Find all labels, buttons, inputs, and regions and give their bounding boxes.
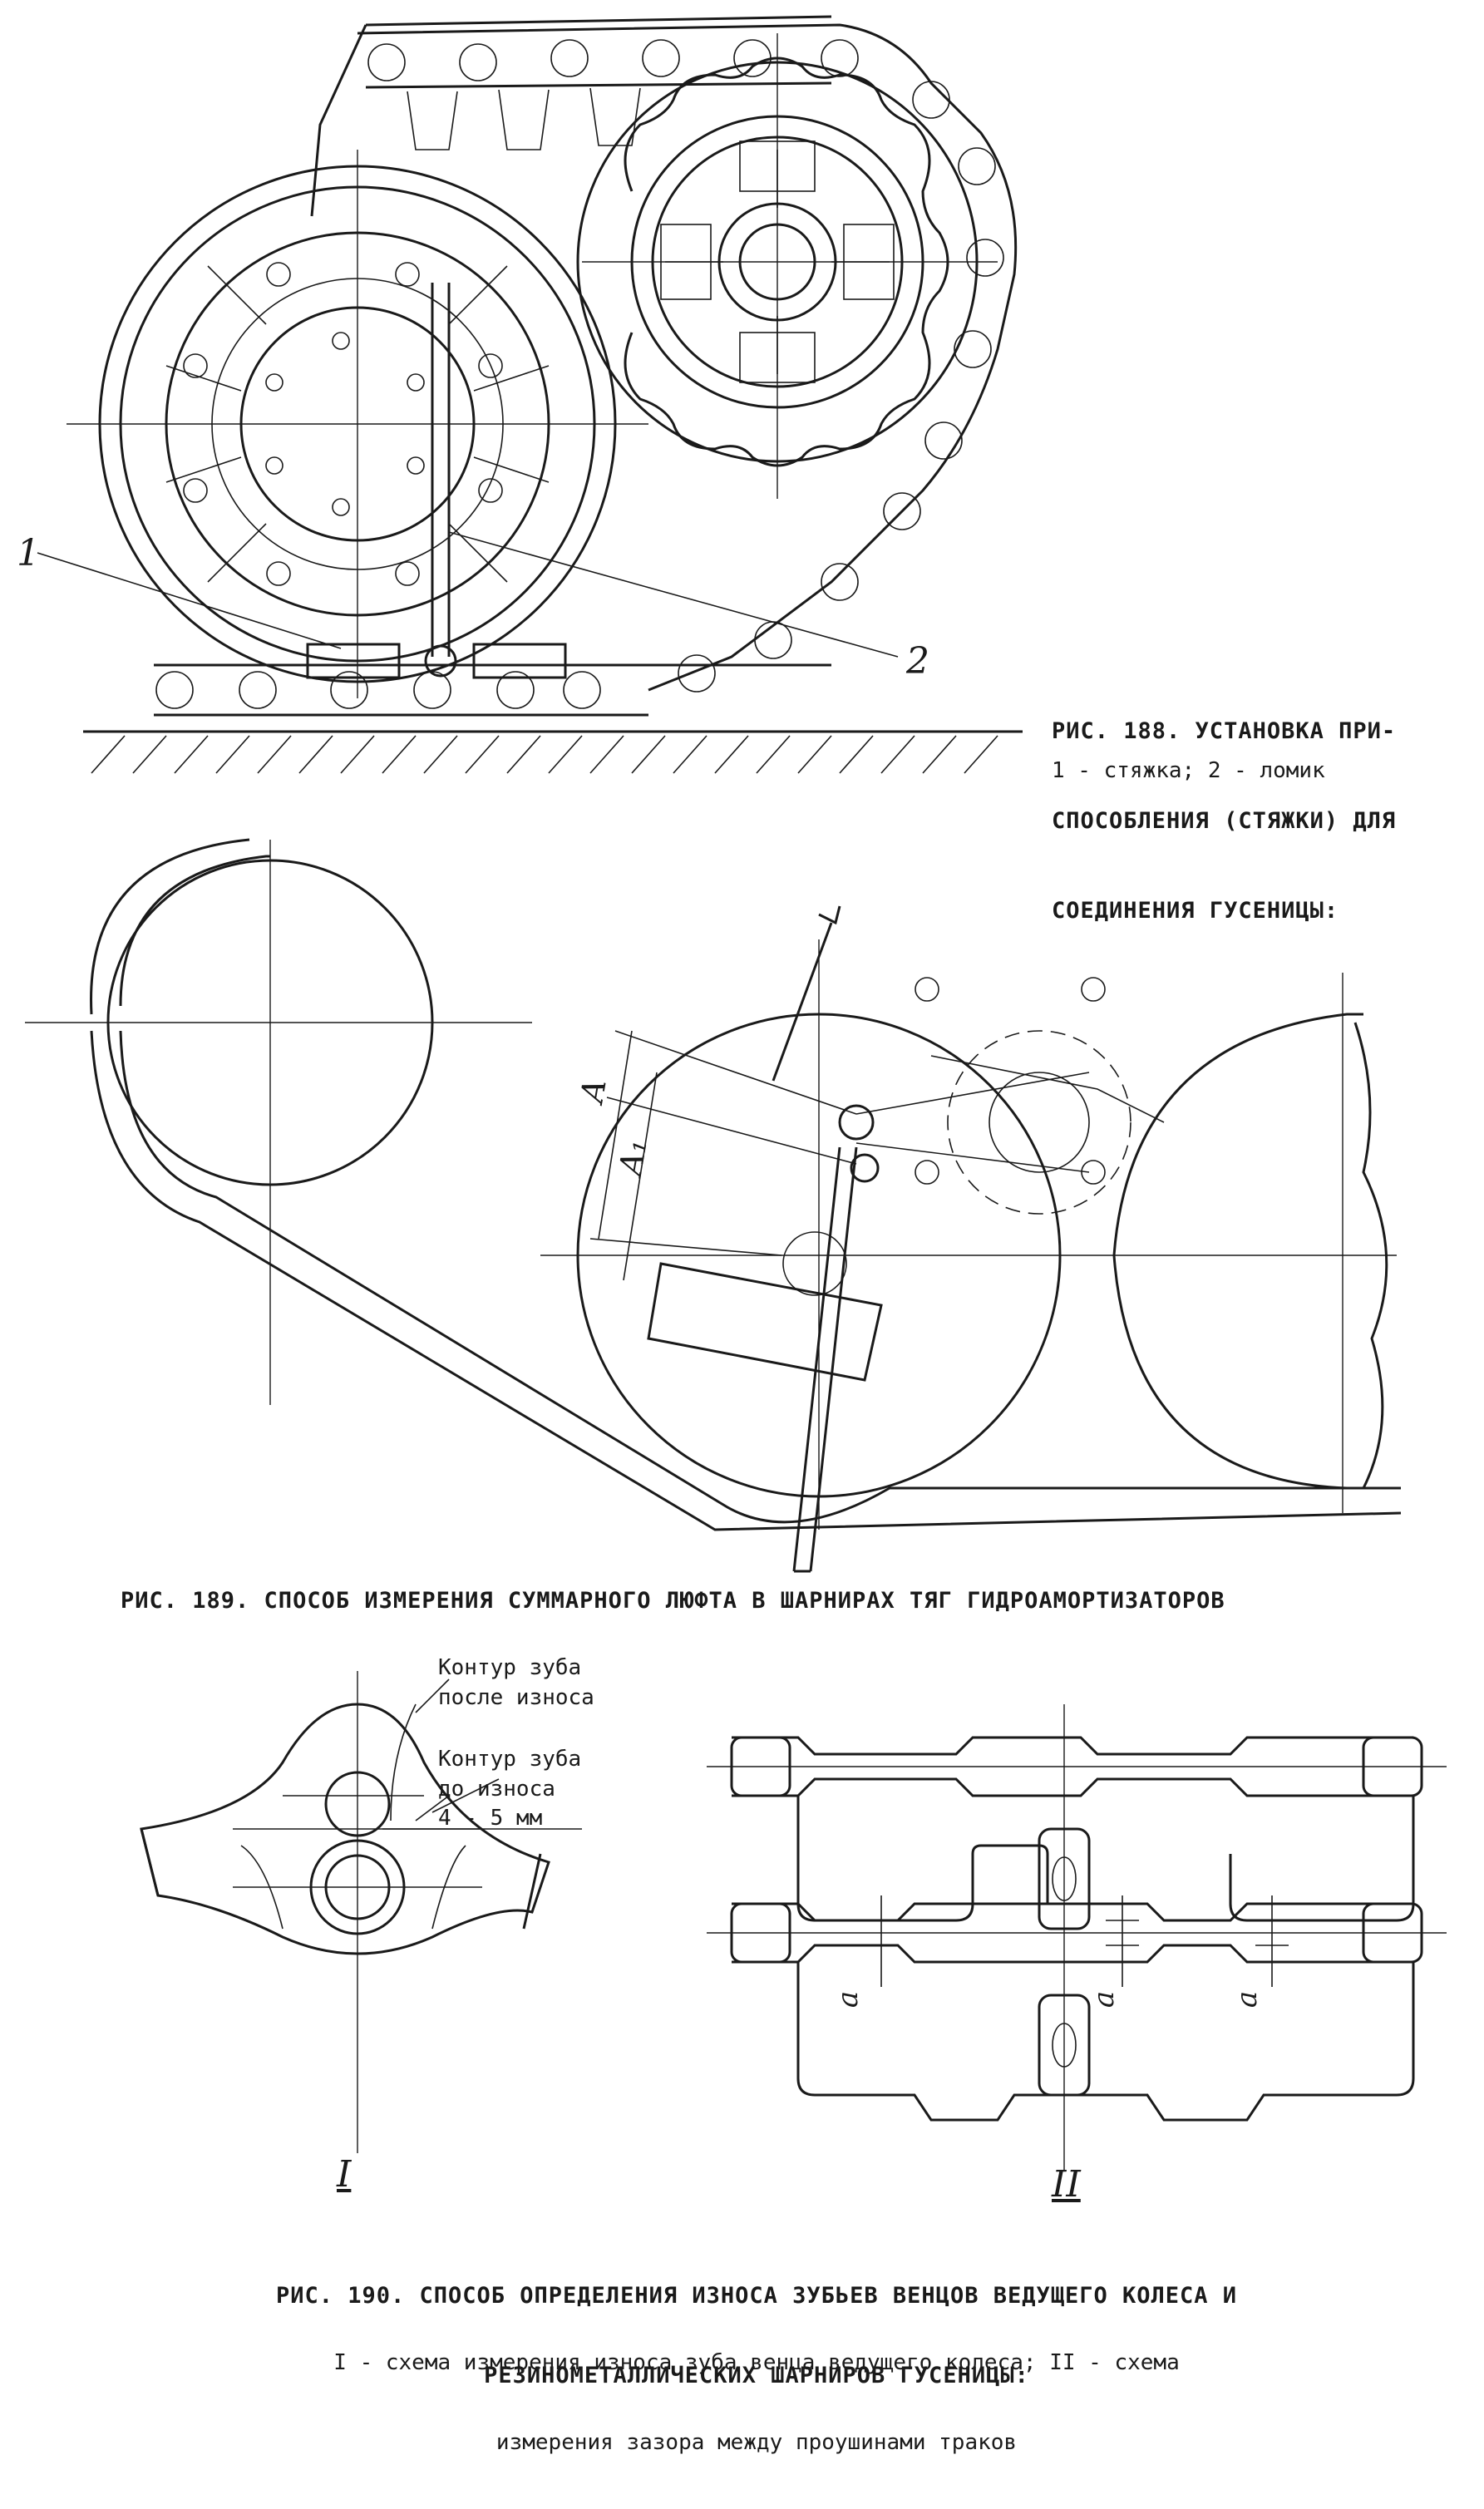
- fig188-legend: 1 - стяжка; 2 - ломик: [1052, 758, 1325, 783]
- figure-189: A A₁ РИС. 189. СПОСОБ ИЗМЕРЕНИЯ СУММАРНО…: [0, 823, 1484, 1646]
- note-line: после износа: [438, 1685, 594, 1710]
- note-line: Контур зуба: [438, 1747, 582, 1772]
- note-line: Контур зуба: [438, 1655, 582, 1680]
- fig190-legend-line: I - схема измерения износа зуба венца ве…: [333, 2350, 1180, 2375]
- part-label-ii: II: [1052, 2163, 1081, 2206]
- fig188-caption-line: СПОСОБЛЕНИЯ (СТЯЖКИ) ДЛЯ: [1052, 808, 1397, 834]
- gap-label-a: a: [1230, 1990, 1265, 2009]
- figure-188: 1 2 РИС. 188. УСТАНОВКА ПРИ- СПОСОБЛЕНИЯ…: [0, 0, 1484, 924]
- part-label-i: I: [337, 2153, 352, 2196]
- fig188-drawing: [37, 15, 1023, 774]
- gap-label-a: a: [1087, 1990, 1122, 2009]
- fig188-caption-line: РИС. 188. УСТАНОВКА ПРИ-: [1052, 718, 1397, 744]
- fig189-drawing: [25, 838, 1402, 1573]
- gap-label-a: a: [831, 1990, 865, 2009]
- note-after-wear: Контур зуба после износа: [438, 1653, 594, 1713]
- fig190-caption-line: РЕЗИНОМЕТАЛЛИЧЕСКИХ ШАРНИРОВ ГУСЕНИЦЫ:: [484, 2363, 1029, 2388]
- note-gap: 4 - 5 мм: [438, 1806, 543, 1831]
- dimension-a1-label: A₁: [611, 1136, 654, 1178]
- fig188-caption-line: СОЕДИНЕНИЯ ГУСЕНИЦЫ:: [1052, 898, 1339, 924]
- callout-2: 2: [906, 640, 929, 683]
- figure-190: Контур зуба после износа Контур зуба до …: [0, 1653, 1484, 2455]
- fig189-caption: РИС. 189. СПОСОБ ИЗМЕРЕНИЯ СУММАРНОГО ЛЮ…: [121, 1588, 1225, 1614]
- fig190-legend: I - схема измерения износа зуба венца ве…: [179, 2296, 1334, 2509]
- fig190-drawing: [140, 1671, 1447, 2170]
- fig190-caption-line: РИС. 190. СПОСОБ ОПРЕДЕЛЕНИЯ ИЗНОСА ЗУБЬ…: [275, 2283, 1238, 2309]
- fig190-caption: РИС. 190. СПОСОБ ОПРЕДЕЛЕНИЯ ИЗНОСА ЗУБЬ…: [179, 2230, 1334, 2442]
- note-line: до износа: [438, 1777, 555, 1802]
- fig190-legend-line: измерения зазора между проушинами траков: [495, 2430, 1018, 2455]
- fig188-caption: РИС. 188. УСТАНОВКА ПРИ- СПОСОБЛЕНИЯ (СТ…: [1052, 657, 1396, 986]
- note-before-wear: Контур зуба до износа: [438, 1744, 581, 1804]
- callout-1: 1: [17, 532, 40, 574]
